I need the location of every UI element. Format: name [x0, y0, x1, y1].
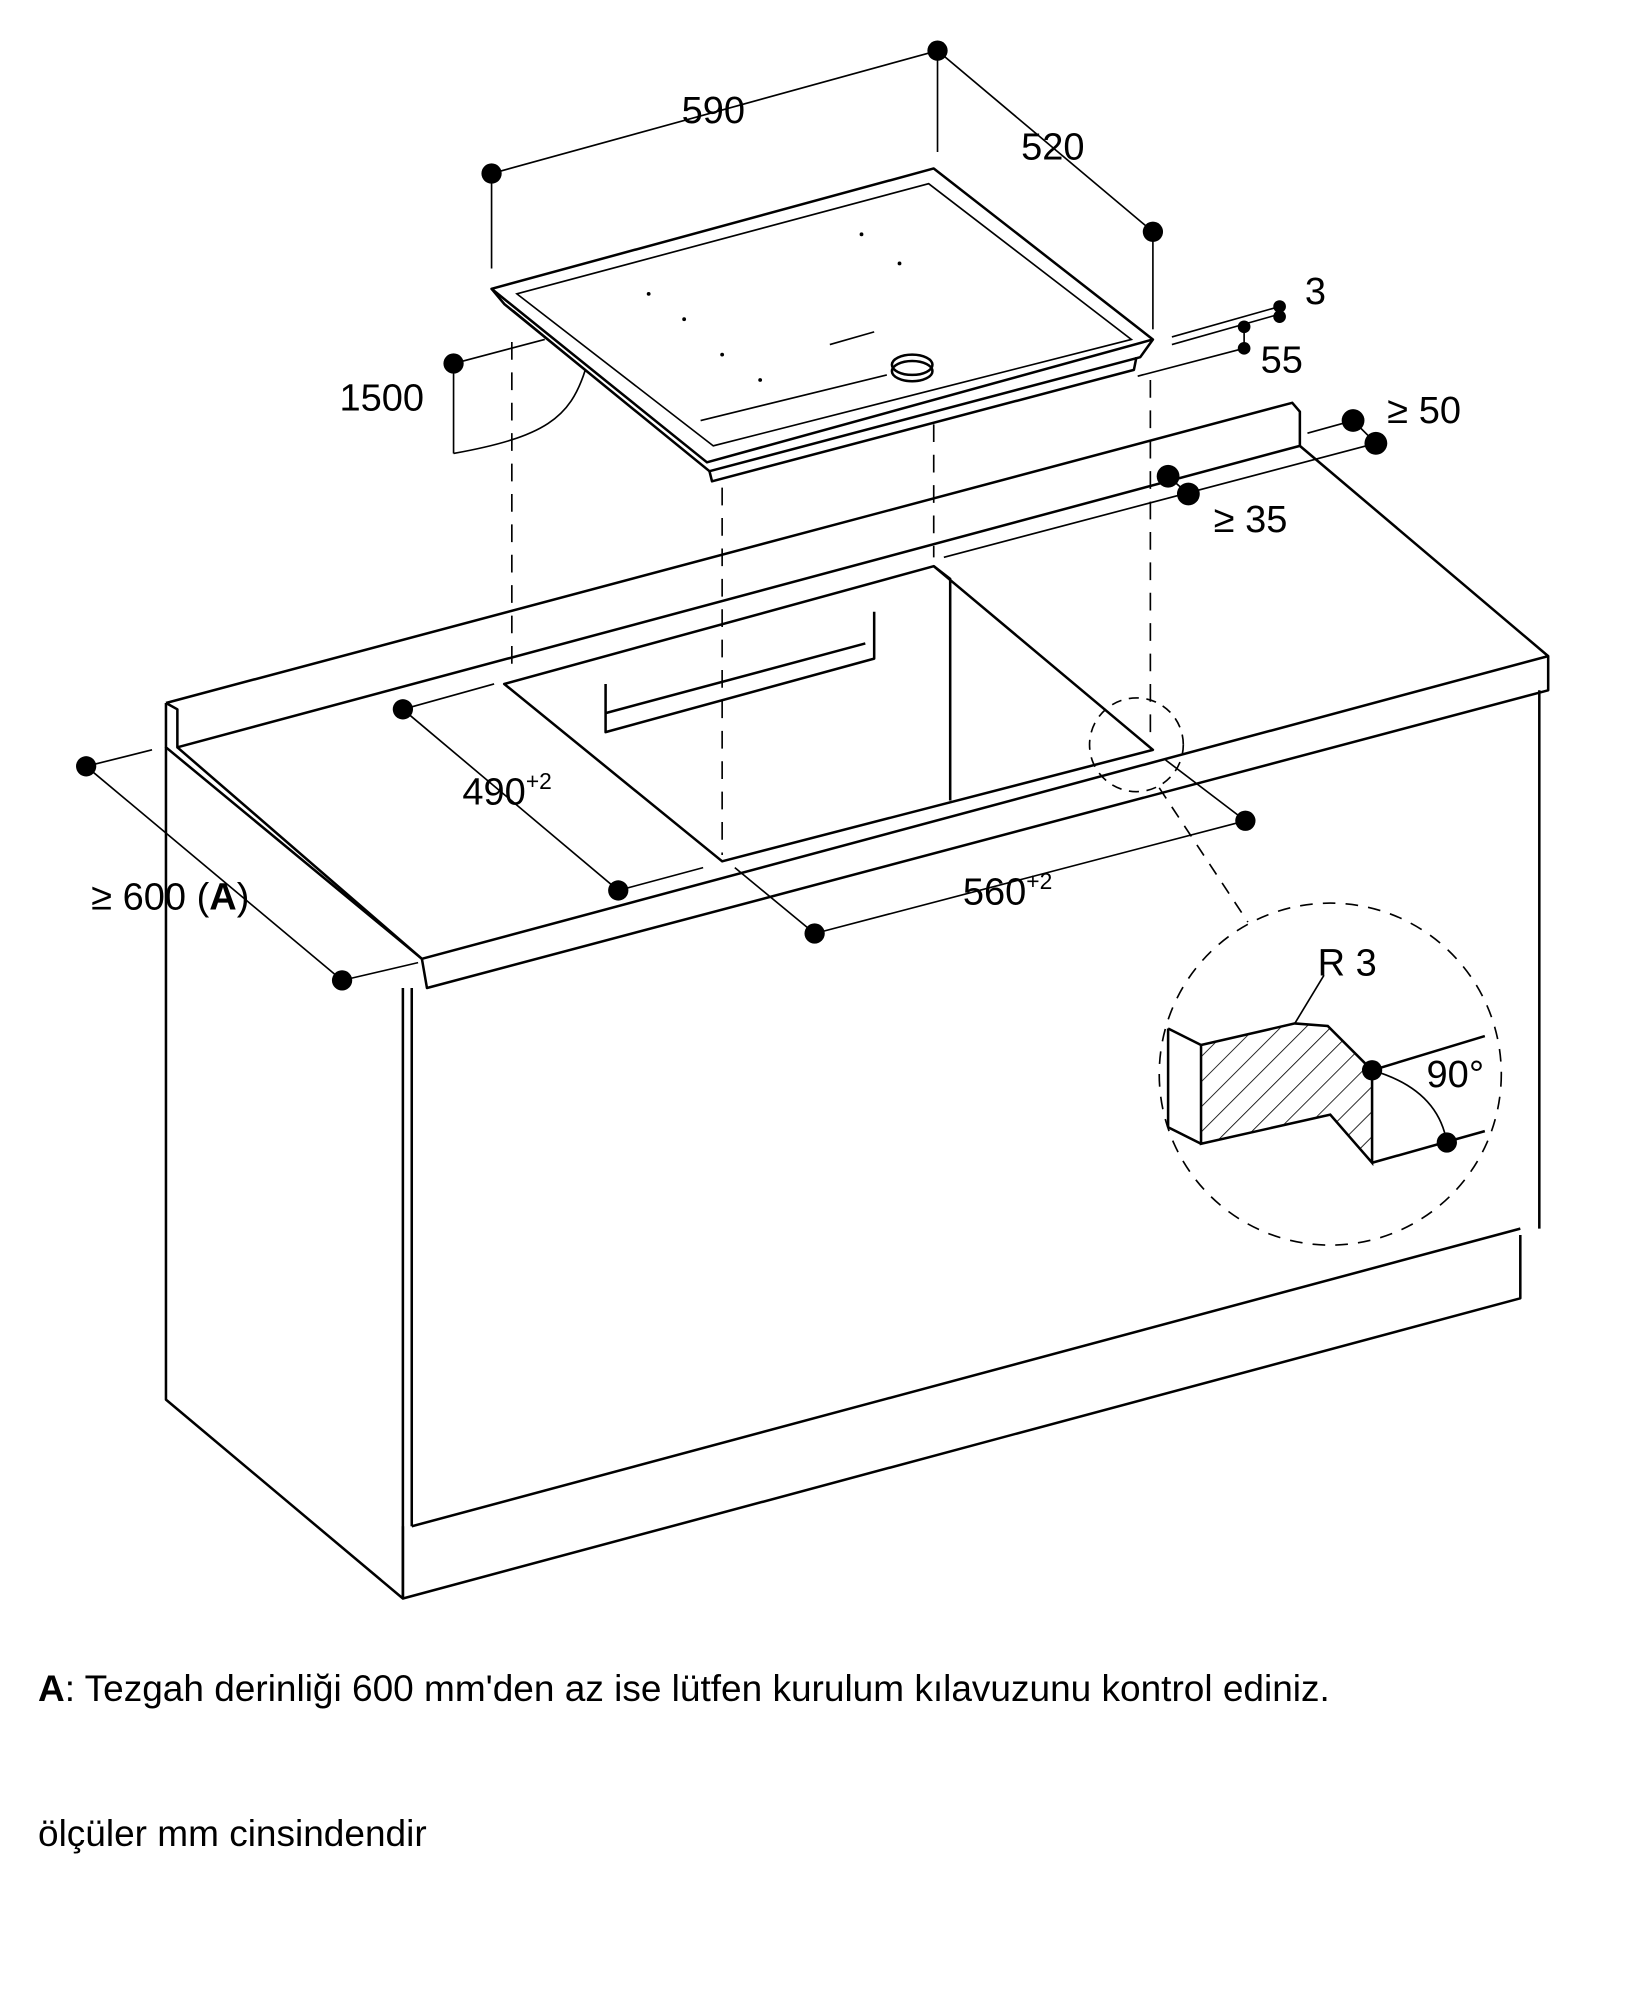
- detail-angle-label: 90°: [1427, 1054, 1484, 1096]
- units-note: ölçüler mm cinsindendir: [38, 1813, 427, 1854]
- footnote-a: A: Tezgah derinliği 600 mm'den az ise lü…: [38, 1668, 1330, 1709]
- control-knob: [890, 359, 934, 383]
- dimension-lines: [85, 49, 1377, 982]
- dim-frame-thickness: 3: [1305, 271, 1326, 313]
- edge-detail-callout: [1088, 697, 1503, 1246]
- dim-cutout-depth: 490+2: [462, 768, 551, 813]
- dim-hob-depth: 520: [1021, 127, 1084, 169]
- dimension-dots: [76, 40, 1388, 991]
- dim-hob-height: 55: [1261, 339, 1303, 381]
- projection-lines: [511, 341, 1152, 855]
- detail-radius-label: R 3: [1318, 942, 1377, 984]
- dim-cutout-width: 560+2: [963, 868, 1052, 913]
- dim-cable-length: 1500: [340, 377, 425, 419]
- dim-min-back: ≥ 50: [1387, 390, 1461, 432]
- hob: [453, 167, 1155, 483]
- worktop-cabinet: [164, 401, 1550, 1600]
- dim-worktop-depth: ≥ 600 (A): [91, 876, 249, 918]
- dim-hob-width: 590: [682, 90, 745, 132]
- dim-min-wall: ≥ 35: [1214, 499, 1288, 541]
